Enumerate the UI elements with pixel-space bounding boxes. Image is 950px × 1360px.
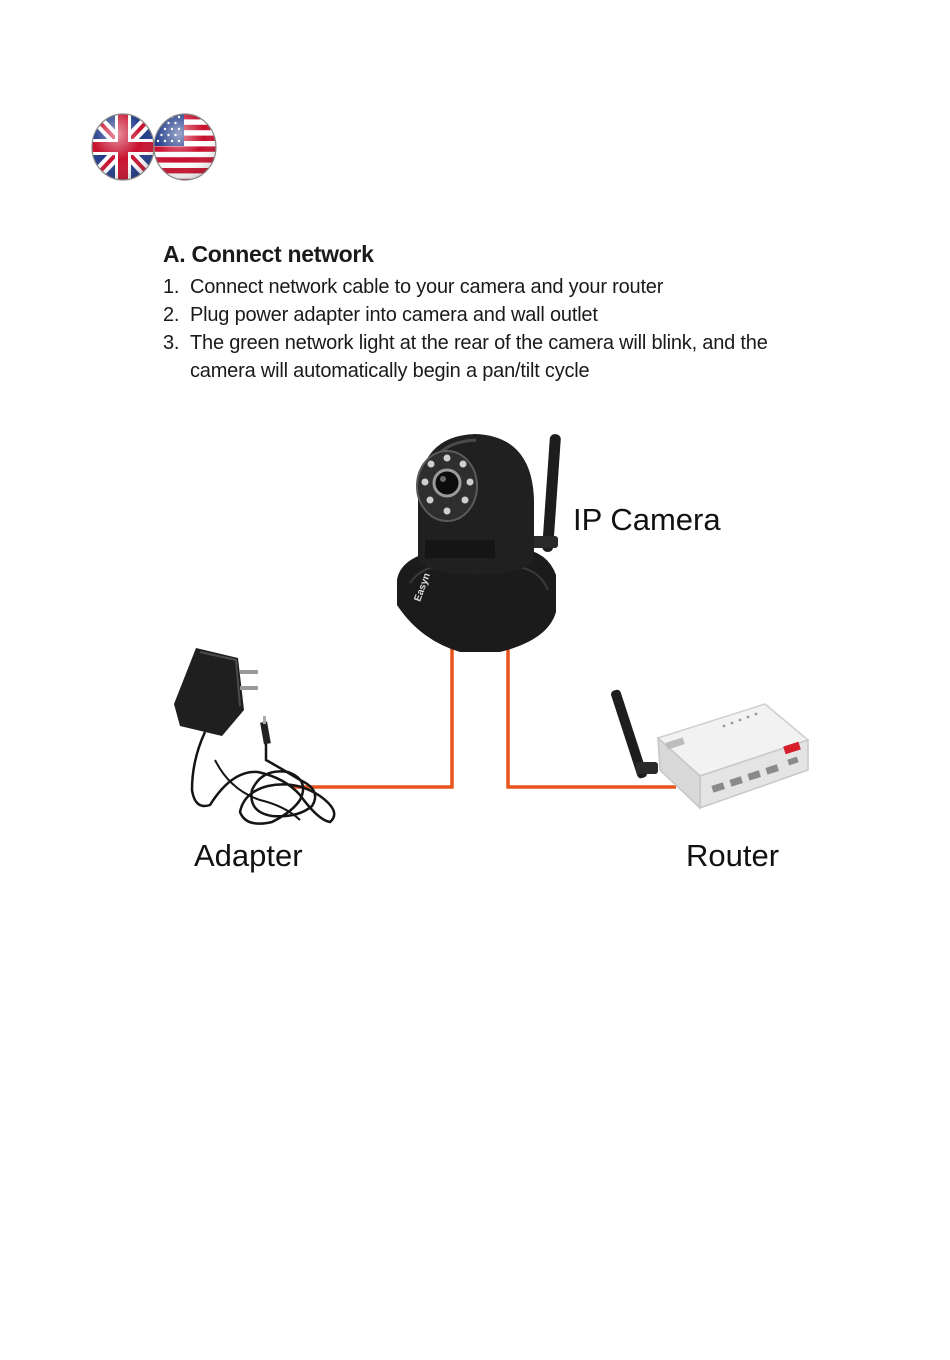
adapter-cable [292, 640, 452, 787]
ip-camera-label: IP Camera [573, 502, 721, 538]
adapter-label: Adapter [194, 838, 303, 874]
adapter-image [174, 648, 334, 824]
router-label: Router [686, 838, 779, 874]
ip-camera-image: Easyn [397, 434, 561, 652]
router-image [610, 689, 808, 808]
